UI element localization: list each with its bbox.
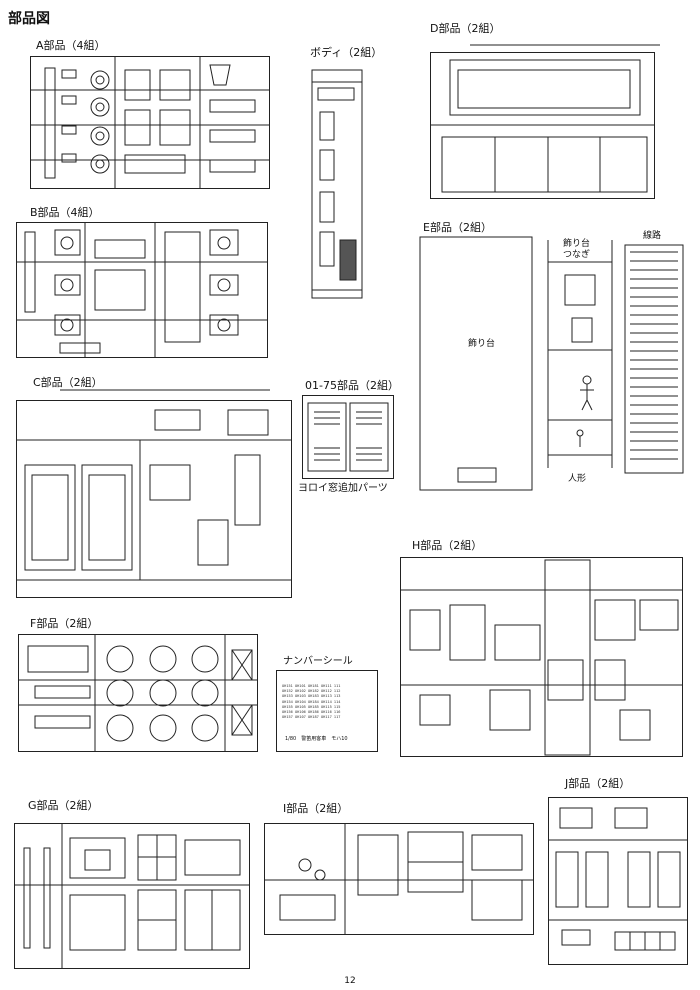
number-seal-rows: OH151 OH101 OH181 OH111 111 OH152 OH102 …: [282, 684, 340, 720]
sprue-j-parts: [548, 807, 688, 951]
sprue-f-parts: [18, 634, 258, 752]
section-label-i: I部品（2組）: [283, 802, 349, 815]
section-label-h: H部品（2組）: [412, 539, 483, 552]
number-seal-footer: 1/80 警笛用客車 モハ10: [285, 736, 348, 742]
sprue-i-parts: [264, 823, 534, 935]
sprue-i-frame: [264, 823, 534, 935]
sprue-h-parts: [400, 559, 683, 756]
sprue-c-parts: [16, 389, 292, 581]
label-kazaridai-tsunagi-1: 飾り台: [563, 239, 591, 249]
wheel-icon: [106, 645, 219, 742]
section-label-b: B部品（4組）: [30, 206, 100, 219]
number-row: OH153 OH103 OH183 OH113 113: [282, 694, 341, 699]
rail-ties: [630, 251, 678, 460]
section-label-f: F部品（2組）: [30, 617, 99, 630]
section-label-g: G部品（2組）: [28, 799, 99, 812]
label-kazaridai: 飾り台: [468, 339, 496, 349]
sprue-a-parts: [30, 56, 270, 189]
section-label-body: ボディ（2組）: [310, 46, 383, 59]
wheel-icon: [90, 70, 110, 174]
section-label-d: D部品（2組）: [430, 22, 501, 35]
sprue-g-parts: [14, 823, 250, 969]
sprue-0175-parts: [307, 402, 389, 472]
sprue-g-frame: [14, 823, 250, 969]
label-ningyo: 人形: [568, 474, 587, 484]
sprue-c-frame: [16, 400, 292, 598]
section-label-e: E部品（2組）: [423, 221, 492, 234]
sprue-e-parts: [419, 236, 684, 491]
page-number: 12: [344, 976, 356, 986]
sprue-0175-frame: [302, 395, 394, 479]
number-row: OH156 OH106 OH186 OH116 116: [282, 710, 341, 715]
label-yoroi-parts: ヨロイ窓追加パーツ: [298, 483, 388, 494]
number-row: OH157 OH107 OH187 OH117 117: [282, 715, 341, 720]
sprue-b-parts: [16, 222, 268, 358]
number-row: OH155 OH105 OH185 OH115 115: [282, 704, 341, 709]
label-kazaridai-tsunagi-2: つなぎ: [563, 250, 591, 260]
number-row: OH152 OH102 OH182 OH112 112: [282, 689, 341, 694]
body-part: [311, 69, 363, 299]
section-label-0175: 01-75部品（2組）: [305, 379, 399, 392]
label-senro: 線路: [643, 231, 662, 241]
sprue-j-frame: [548, 797, 688, 965]
section-label-c: C部品（2組）: [33, 376, 103, 389]
number-row: OH154 OH104 OH184 OH114 114: [282, 699, 341, 704]
page-title: 部品図: [8, 11, 50, 27]
section-label-a: A部品（4組）: [36, 39, 106, 52]
number-seal-sheet: [276, 670, 378, 752]
section-label-j: J部品（2組）: [565, 777, 631, 790]
number-row: OH151 OH101 OH181 OH111 111: [282, 684, 341, 688]
sprue-d-parts: [430, 44, 660, 193]
label-number-seal: ナンバーシール: [283, 656, 353, 667]
